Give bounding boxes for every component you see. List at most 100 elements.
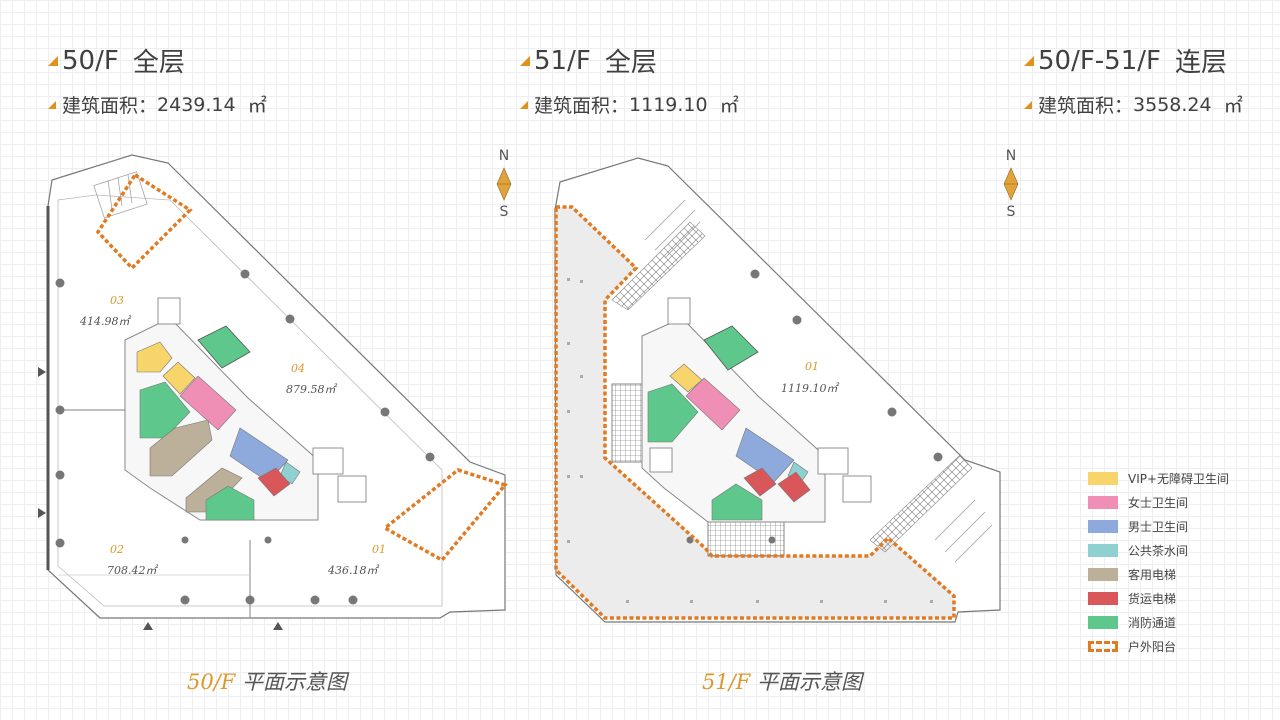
legend-swatch bbox=[1088, 543, 1118, 557]
header-floor: 50/F bbox=[62, 45, 119, 76]
legend-swatch bbox=[1088, 567, 1118, 581]
floor-outline bbox=[554, 157, 1001, 623]
legend-label: 客用电梯 bbox=[1128, 567, 1177, 582]
caption-floor: 51/F bbox=[702, 670, 751, 694]
legend-swatch bbox=[1088, 640, 1118, 652]
bullet-icon bbox=[1024, 55, 1034, 66]
room-strip bbox=[644, 199, 993, 563]
compass-50f: N S bbox=[492, 148, 516, 220]
legend-label: 男士卫生间 bbox=[1128, 519, 1189, 534]
unit-id: 03 bbox=[110, 294, 124, 307]
fire-stair bbox=[205, 485, 255, 521]
bullet-icon bbox=[1024, 100, 1032, 109]
fire-stair bbox=[647, 383, 699, 443]
legend-label: 女士卫生间 bbox=[1128, 495, 1189, 510]
women-restroom bbox=[179, 375, 237, 431]
caption-50f: 50/F 平面示意图 bbox=[187, 666, 347, 696]
unit-area: 1119.10㎡ bbox=[781, 382, 839, 395]
passenger-elevator bbox=[149, 419, 213, 477]
legend: VIP+无障碍卫生间女士卫生间男士卫生间公共茶水间客用电梯货运电梯消防通道户外阳… bbox=[1088, 466, 1229, 658]
compass-right: N S bbox=[999, 148, 1023, 220]
legend-item: 户外阳台 bbox=[1088, 634, 1229, 658]
shaft bbox=[337, 475, 367, 503]
area-value: 2439.14 bbox=[157, 93, 236, 116]
legend-swatch bbox=[1088, 471, 1118, 485]
legend-label: 公共茶水间 bbox=[1128, 543, 1189, 558]
header-50f: 50/F 全层 建筑面积：2439.14 ㎡ bbox=[48, 42, 267, 118]
vip-restroom bbox=[162, 361, 196, 395]
freight-elevator bbox=[257, 467, 291, 497]
area-unit: ㎡ bbox=[247, 95, 267, 117]
area-label: 建筑面积： bbox=[534, 95, 630, 117]
compass-icon bbox=[1003, 167, 1019, 201]
caption-text: 平面示意图 bbox=[242, 670, 348, 694]
south-label: S bbox=[499, 204, 509, 220]
legend-item: 公共茶水间 bbox=[1088, 538, 1229, 562]
shaft bbox=[312, 447, 344, 475]
unit-id: 01 bbox=[372, 543, 386, 556]
shaft bbox=[667, 297, 691, 325]
inner-outline bbox=[57, 194, 443, 607]
area-unit: ㎡ bbox=[1223, 95, 1243, 117]
hatched-zone bbox=[869, 454, 973, 553]
header-scope: 全层 bbox=[132, 48, 185, 78]
legend-swatch bbox=[1088, 495, 1118, 509]
south-label: S bbox=[1006, 204, 1016, 220]
fire-stair bbox=[197, 325, 251, 369]
shaft bbox=[842, 475, 872, 503]
women-restroom bbox=[685, 377, 741, 431]
freight-elevator bbox=[777, 471, 811, 503]
bullet-icon bbox=[48, 55, 58, 66]
floor-outline bbox=[47, 154, 506, 619]
legend-item: 男士卫生间 bbox=[1088, 514, 1229, 538]
legend-item: 女士卫生间 bbox=[1088, 490, 1229, 514]
columns bbox=[686, 269, 943, 544]
unit-id: 02 bbox=[110, 543, 124, 556]
legend-item: 客用电梯 bbox=[1088, 562, 1229, 586]
legend-item: VIP+无障碍卫生间 bbox=[1088, 466, 1229, 490]
north-label: N bbox=[498, 148, 510, 164]
bullet-icon bbox=[520, 100, 528, 109]
legend-swatch bbox=[1088, 519, 1118, 533]
columns bbox=[55, 269, 435, 605]
legend-label: 户外阳台 bbox=[1128, 639, 1177, 654]
terrace-markers bbox=[567, 278, 933, 603]
fire-stair bbox=[703, 325, 759, 371]
unit-id: 04 bbox=[291, 362, 305, 375]
legend-item: 消防通道 bbox=[1088, 610, 1229, 634]
legend-item: 货运电梯 bbox=[1088, 586, 1229, 610]
unit-id: 01 bbox=[805, 360, 819, 373]
legend-label: VIP+无障碍卫生间 bbox=[1128, 471, 1230, 486]
area-value: 3558.24 bbox=[1133, 93, 1212, 116]
terrace-area bbox=[556, 207, 954, 618]
legend-label: 消防通道 bbox=[1128, 615, 1177, 630]
entry-markers bbox=[38, 367, 283, 630]
room-strip bbox=[93, 171, 148, 219]
header-scope: 全层 bbox=[604, 48, 657, 78]
outdoor-balcony bbox=[554, 205, 956, 620]
legend-swatch bbox=[1088, 591, 1118, 605]
grid-panel bbox=[611, 383, 645, 463]
north-label: N bbox=[1005, 148, 1017, 164]
header-50f-51f: 50/F-51/F 连层 建筑面积：3558.24 ㎡ bbox=[1024, 42, 1243, 118]
legend-label: 货运电梯 bbox=[1128, 591, 1177, 606]
outdoor-balcony bbox=[381, 468, 509, 563]
freight-elevator bbox=[743, 467, 777, 497]
area-label: 建筑面积： bbox=[1038, 95, 1134, 117]
area-label: 建筑面积： bbox=[62, 95, 158, 117]
plan-51f: 01 1119.10㎡ bbox=[554, 157, 1001, 623]
area-unit: ㎡ bbox=[719, 95, 739, 117]
legend-swatch bbox=[1088, 615, 1118, 629]
header-floor: 50/F-51/F bbox=[1038, 45, 1161, 76]
header-scope: 连层 bbox=[1174, 48, 1227, 78]
fire-stair bbox=[711, 483, 763, 521]
fire-stair bbox=[139, 381, 191, 439]
vip-restroom bbox=[136, 341, 173, 373]
caption-floor: 50/F bbox=[187, 670, 236, 694]
plan-50f: 03 414.98㎡ 04 879.58㎡ 02 708.42㎡ 01 436.… bbox=[38, 154, 509, 630]
shaft bbox=[817, 447, 849, 475]
bullet-icon bbox=[48, 100, 56, 109]
caption-text: 平面示意图 bbox=[757, 670, 863, 694]
